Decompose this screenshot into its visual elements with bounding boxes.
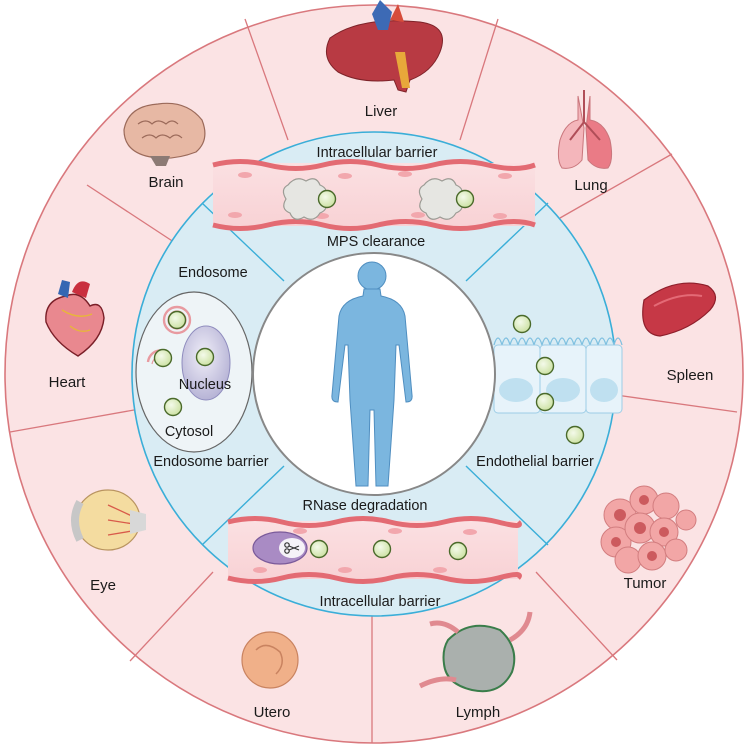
tumor-icon — [600, 485, 697, 574]
organ-label-liver: Liver — [365, 103, 398, 120]
organ-label-lung: Lung — [574, 177, 607, 194]
outer-ring-dividers — [9, 18, 738, 743]
nanoparticle — [512, 314, 532, 334]
nanoparticle — [195, 347, 215, 367]
cell — [135, 291, 253, 453]
barrier-label-mps: MPS clearance — [327, 234, 425, 250]
uterus-icon — [241, 631, 299, 689]
organ-label-eye: Eye — [90, 577, 116, 594]
organ-label-spleen: Spleen — [667, 367, 714, 384]
barrier-label-bottom: Intracellular barrier — [320, 594, 441, 610]
nanoparticle — [535, 392, 555, 412]
top-vessel — [212, 159, 536, 231]
barrier-label-left: Endosome barrier — [153, 454, 268, 470]
lymph-icon — [418, 611, 533, 693]
endothelium — [493, 314, 623, 445]
endosome-vesicle — [162, 305, 192, 335]
lung-icon — [557, 90, 613, 169]
organ-label-brain: Brain — [148, 174, 183, 191]
scissors-icon — [284, 542, 300, 554]
organ-label-lymph: Lymph — [456, 704, 500, 721]
liver-icon — [325, 0, 443, 93]
organ-label-heart: Heart — [49, 374, 87, 391]
nanoparticle — [309, 539, 329, 559]
spleen-icon — [642, 282, 717, 337]
nanoparticle — [535, 356, 555, 376]
barrier-label-rnase: RNase degradation — [303, 498, 428, 514]
eye-icon — [71, 489, 146, 551]
cell-label-cytosol: Cytosol — [165, 424, 213, 440]
macrophage — [418, 178, 463, 220]
nanoparticle — [565, 425, 585, 445]
nanoparticle — [317, 189, 337, 209]
nanoparticle — [372, 539, 392, 559]
barrier-label-top: Intracellular barrier — [317, 145, 438, 161]
macrophage — [282, 178, 327, 220]
nanoparticle — [448, 541, 468, 561]
human-body-icon — [331, 261, 413, 487]
organ-label-utero: Utero — [254, 704, 291, 721]
nanoparticle — [167, 310, 187, 330]
brain-icon — [123, 102, 206, 166]
organ-label-tumor: Tumor — [624, 575, 667, 592]
cell-label-nucleus: Nucleus — [179, 377, 231, 393]
nanoparticle — [455, 189, 475, 209]
heart-icon — [45, 280, 105, 357]
nanoparticle — [153, 348, 173, 368]
bottom-vessel — [227, 516, 522, 584]
barrier-label-right: Endothelial barrier — [476, 454, 594, 470]
nanoparticle — [163, 397, 183, 417]
cell-label-endosome: Endosome — [178, 265, 247, 281]
